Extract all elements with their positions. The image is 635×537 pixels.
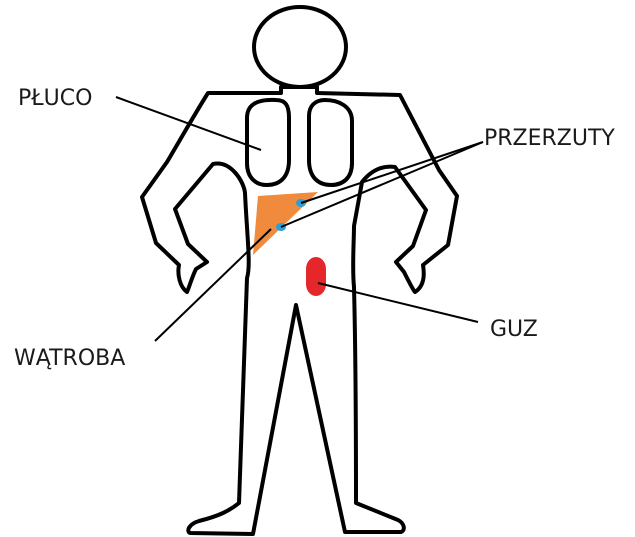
- lung-label: PŁUCO: [18, 88, 92, 110]
- head-outline: [254, 7, 346, 87]
- right-lung: [309, 100, 352, 185]
- tumor-label: GUZ: [490, 319, 538, 341]
- liver-label: WĄTROBA: [14, 348, 125, 370]
- body-outline: [142, 87, 457, 534]
- left-lung: [247, 100, 289, 185]
- tumor: [306, 257, 326, 296]
- metastases-label: PRZERZUTY: [484, 128, 615, 150]
